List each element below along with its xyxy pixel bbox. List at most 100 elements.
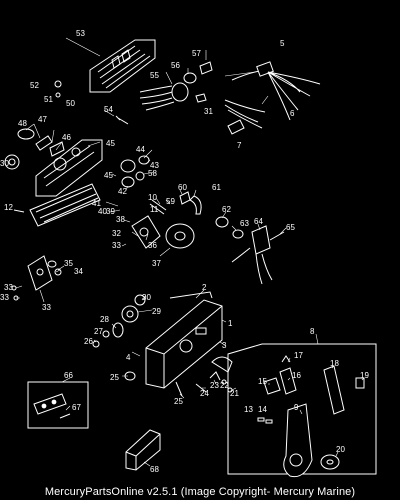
callout-53[interactable]: 51 <box>44 95 53 104</box>
part-58-knob[interactable] <box>183 72 197 84</box>
callout-14[interactable]: 14 <box>258 405 267 414</box>
part-56-screw[interactable] <box>115 115 129 125</box>
callout-4[interactable]: 4 <box>126 353 131 362</box>
callout-20[interactable]: 20 <box>336 445 345 454</box>
part-38-detent-arm[interactable] <box>131 215 161 249</box>
callout-51[interactable]: 47 <box>38 115 47 124</box>
callout-21[interactable]: 21 <box>230 389 239 398</box>
callout-38[interactable]: 36 <box>148 241 157 250</box>
callout-33-left[interactable]: 33 <box>4 283 13 292</box>
part-20-nut[interactable] <box>320 454 340 470</box>
part-48-side-plate[interactable] <box>35 139 103 197</box>
part-14-pin[interactable] <box>265 419 273 424</box>
fastener-53[interactable] <box>55 92 61 98</box>
part-15-grip[interactable] <box>263 377 281 395</box>
part-19-clip[interactable] <box>355 377 365 389</box>
callout-30-top[interactable]: 30 <box>0 159 9 168</box>
callout-57[interactable]: 55 <box>150 71 159 80</box>
callout-54[interactable]: 52 <box>30 81 39 90</box>
part-70-mounting-bracket[interactable] <box>125 429 161 471</box>
callout-48[interactable]: 45 <box>106 139 115 148</box>
callout-18[interactable]: 18 <box>330 359 339 368</box>
callout-6[interactable]: 6 <box>290 109 295 118</box>
callout-67[interactable]: 65 <box>286 223 295 232</box>
callout-40[interactable]: 38 <box>116 215 125 224</box>
part-31-washer[interactable] <box>134 294 146 306</box>
callout-43[interactable]: 41 <box>92 199 101 208</box>
callout-63[interactable]: 61 <box>212 183 221 192</box>
callout-34-left[interactable]: 33 <box>0 293 9 302</box>
callout-41[interactable]: 39 <box>106 207 115 216</box>
callout-22[interactable]: 22 <box>220 381 229 390</box>
part-7-connector[interactable] <box>227 119 245 135</box>
part-39-cam[interactable] <box>165 223 195 249</box>
callout-50[interactable]: 48 <box>18 119 27 128</box>
callout-65[interactable]: 63 <box>240 219 249 228</box>
callout-69[interactable]: 67 <box>72 403 81 412</box>
callout-3[interactable]: 3 <box>222 341 227 350</box>
fastener-54[interactable] <box>54 80 62 88</box>
callout-11[interactable]: 11 <box>150 205 159 214</box>
part-55-cover-panel[interactable] <box>89 39 156 93</box>
callout-58[interactable]: 56 <box>171 61 180 70</box>
callout-70[interactable]: 68 <box>150 465 159 474</box>
callout-5[interactable]: 5 <box>280 39 285 48</box>
callout-33[interactable]: 32 <box>112 229 121 238</box>
callout-55[interactable]: 53 <box>76 29 85 38</box>
part-35-detent-plate[interactable] <box>27 255 53 291</box>
part-44-gear[interactable] <box>121 176 135 188</box>
callout-59[interactable]: 57 <box>192 49 201 58</box>
part-62-bolt[interactable] <box>179 191 191 205</box>
callout-61[interactable]: 59 <box>166 197 175 206</box>
callout-60[interactable]: 58 <box>148 169 157 178</box>
part-64-boot[interactable] <box>215 216 229 228</box>
callout-35[interactable]: 33 <box>42 303 51 312</box>
part-25-bolt[interactable] <box>175 381 183 397</box>
callout-26[interactable]: 25 <box>110 373 119 382</box>
callout-15[interactable]: 15 <box>258 377 267 386</box>
part-10-shaft[interactable] <box>149 199 167 215</box>
callout-46[interactable]: 44 <box>136 145 145 154</box>
part-18-lever[interactable] <box>323 365 345 415</box>
callout-31[interactable]: 30 <box>142 293 151 302</box>
callout-12[interactable]: 12 <box>4 203 13 212</box>
callout-62[interactable]: 60 <box>178 183 187 192</box>
callout-16[interactable]: 16 <box>292 371 301 380</box>
callout-64[interactable]: 62 <box>222 205 231 214</box>
callout-23[interactable]: 23 <box>210 381 219 390</box>
part-29-spacer[interactable] <box>112 322 124 338</box>
part-59-clip[interactable] <box>199 61 213 75</box>
callout-52[interactable]: 50 <box>66 99 75 108</box>
callout-29[interactable]: 28 <box>100 315 109 324</box>
part-37-spring[interactable] <box>47 260 57 268</box>
callout-49[interactable]: 46 <box>62 133 71 142</box>
part-65-nut[interactable] <box>232 229 244 239</box>
part-66-trim-switch[interactable] <box>231 225 273 285</box>
part-30-washer[interactable] <box>121 305 139 323</box>
callout-9[interactable]: 9 <box>294 403 299 412</box>
callout-32[interactable]: 31 <box>204 107 213 116</box>
part-9-control-handle[interactable] <box>283 403 313 478</box>
callout-68[interactable]: 66 <box>64 371 73 380</box>
callout-19[interactable]: 19 <box>360 371 369 380</box>
callout-47[interactable]: 45 <box>104 171 113 180</box>
part-60-washer[interactable] <box>135 171 145 181</box>
part-5-wiring-harness[interactable] <box>224 61 321 129</box>
part-1-control-housing[interactable] <box>145 299 223 389</box>
callout-17[interactable]: 17 <box>294 351 303 360</box>
callout-42[interactable]: 40 <box>98 207 107 216</box>
part-16-lever[interactable] <box>279 367 297 395</box>
part-23-spring[interactable] <box>209 371 221 381</box>
part-17-spring[interactable] <box>281 355 291 363</box>
callout-25[interactable]: 25 <box>174 397 183 406</box>
part-27-screw[interactable] <box>92 340 100 348</box>
part-13-pin[interactable] <box>257 417 265 422</box>
callout-36[interactable]: 34 <box>74 267 83 276</box>
part-57-switch-harness[interactable] <box>139 82 189 111</box>
callout-39[interactable]: 37 <box>152 259 161 268</box>
callout-8[interactable]: 8 <box>310 327 315 336</box>
callout-45[interactable]: 43 <box>150 161 159 170</box>
callout-13[interactable]: 13 <box>244 405 253 414</box>
part-30-washer-top[interactable] <box>4 154 20 170</box>
callout-24[interactable]: 24 <box>200 389 209 398</box>
